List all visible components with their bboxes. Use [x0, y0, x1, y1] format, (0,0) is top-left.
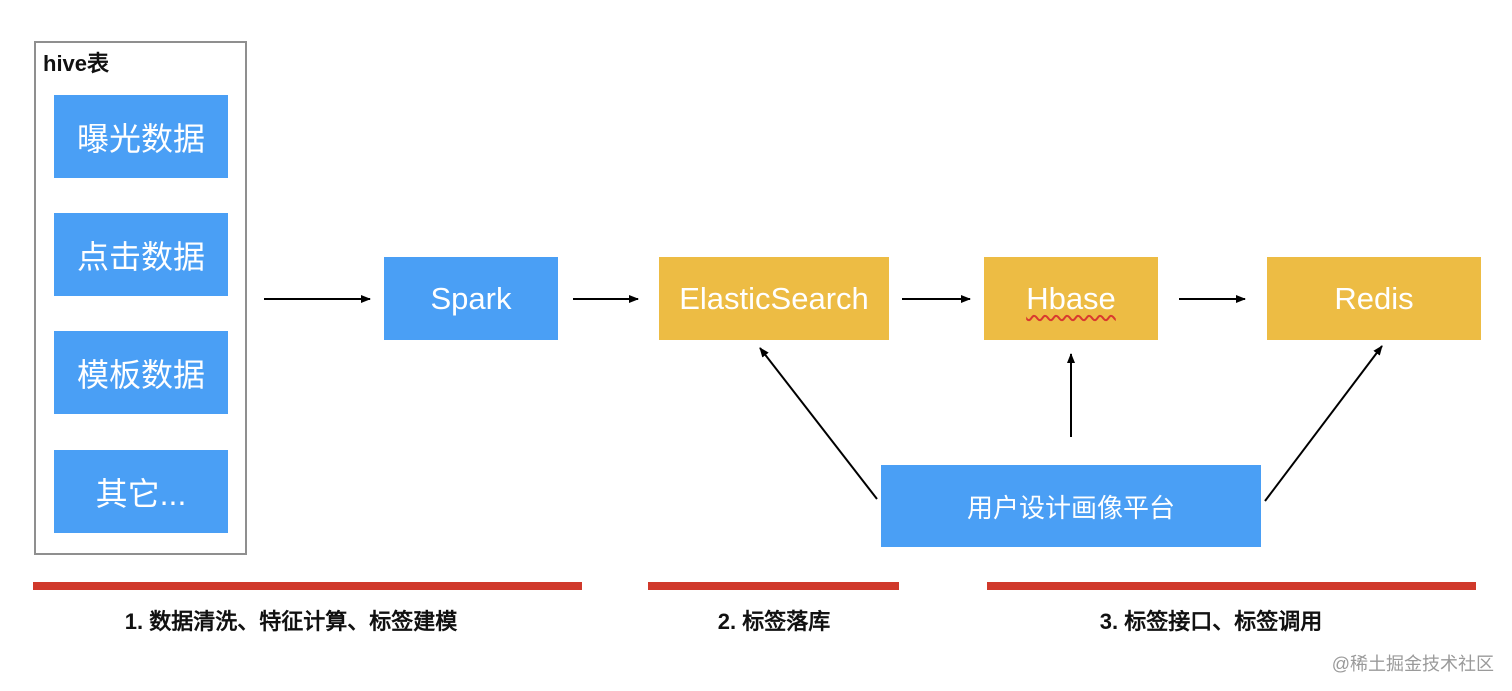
template-data-box: 模板数据 — [54, 331, 228, 414]
spark-node: Spark — [384, 257, 558, 340]
other-data-box: 其它... — [54, 450, 228, 533]
hive-table-title: hive表 — [43, 51, 110, 76]
elasticsearch-node: ElasticSearch — [659, 257, 889, 340]
arrow-platform-to-elasticsearch — [759, 347, 878, 500]
hbase-node: Hbase — [984, 257, 1158, 340]
arrow-platform-to-redis — [1264, 345, 1383, 502]
watermark: @稀土掘金技术社区 — [1331, 654, 1494, 674]
exposure-data-box: 曝光数据 — [54, 95, 228, 178]
stage-1-label: 1. 数据清洗、特征计算、标签建模 — [124, 609, 458, 634]
redis-node: Redis — [1267, 257, 1481, 340]
stage-3-label: 3. 标签接口、标签调用 — [1099, 609, 1323, 634]
hbase-label: Hbase — [1026, 280, 1116, 316]
click-data-box: 点击数据 — [54, 213, 228, 296]
stage-2-bar — [648, 582, 899, 590]
stage-3-bar — [987, 582, 1476, 590]
user-profile-platform-node: 用户设计画像平台 — [881, 465, 1261, 547]
stage-2-label: 2. 标签落库 — [717, 609, 831, 634]
stage-1-bar — [33, 582, 582, 590]
